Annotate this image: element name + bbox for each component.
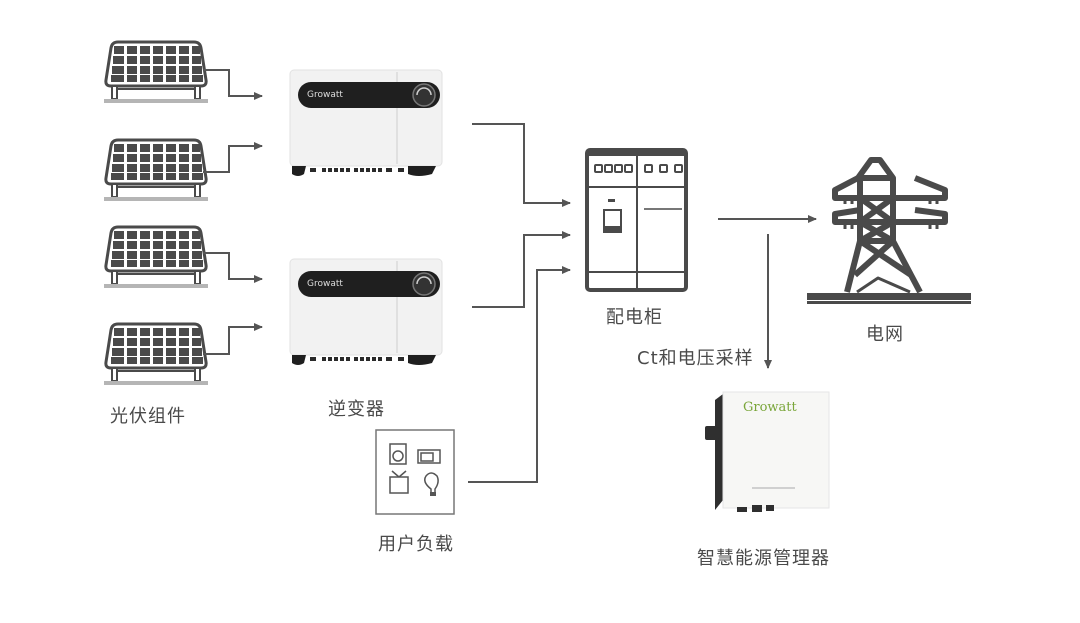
label-pv-modules: 光伏组件 [110, 406, 186, 427]
connector-load-cabinet [468, 266, 571, 483]
user-load-icon [375, 429, 455, 515]
connector-inverter1-cabinet [472, 123, 571, 207]
pv-module-1-icon [102, 40, 210, 105]
connector-pv4-inverter2 [203, 323, 263, 355]
inverter-1-logo: Growatt [307, 90, 343, 100]
grid-ground-bar [807, 293, 971, 300]
connector-inverter2-cabinet [472, 231, 571, 308]
energy-manager-icon [705, 391, 830, 512]
label-sampling: Ct和电压采样 [637, 348, 754, 369]
inverter-1-icon [289, 69, 443, 177]
inverter-2-icon [289, 258, 443, 366]
grid-tower-icon [832, 157, 948, 294]
connector-pv1-inverter1 [203, 69, 263, 100]
connector-pv3-inverter2 [203, 252, 263, 283]
label-inverter: 逆变器 [328, 399, 385, 420]
label-distribution-cabinet: 配电柜 [606, 307, 663, 328]
pv-module-2-icon [102, 138, 210, 203]
energy-manager-logo: Growatt [743, 400, 797, 415]
label-user-load: 用户负载 [378, 534, 454, 555]
label-energy-manager: 智慧能源管理器 [697, 548, 830, 569]
pv-module-3-icon [102, 225, 210, 290]
distribution-cabinet-icon [585, 148, 688, 292]
label-grid: 电网 [866, 324, 904, 345]
inverter-2-logo: Growatt [307, 279, 343, 289]
pv-module-4-icon [102, 322, 210, 387]
connector-pv2-inverter1 [203, 142, 263, 173]
